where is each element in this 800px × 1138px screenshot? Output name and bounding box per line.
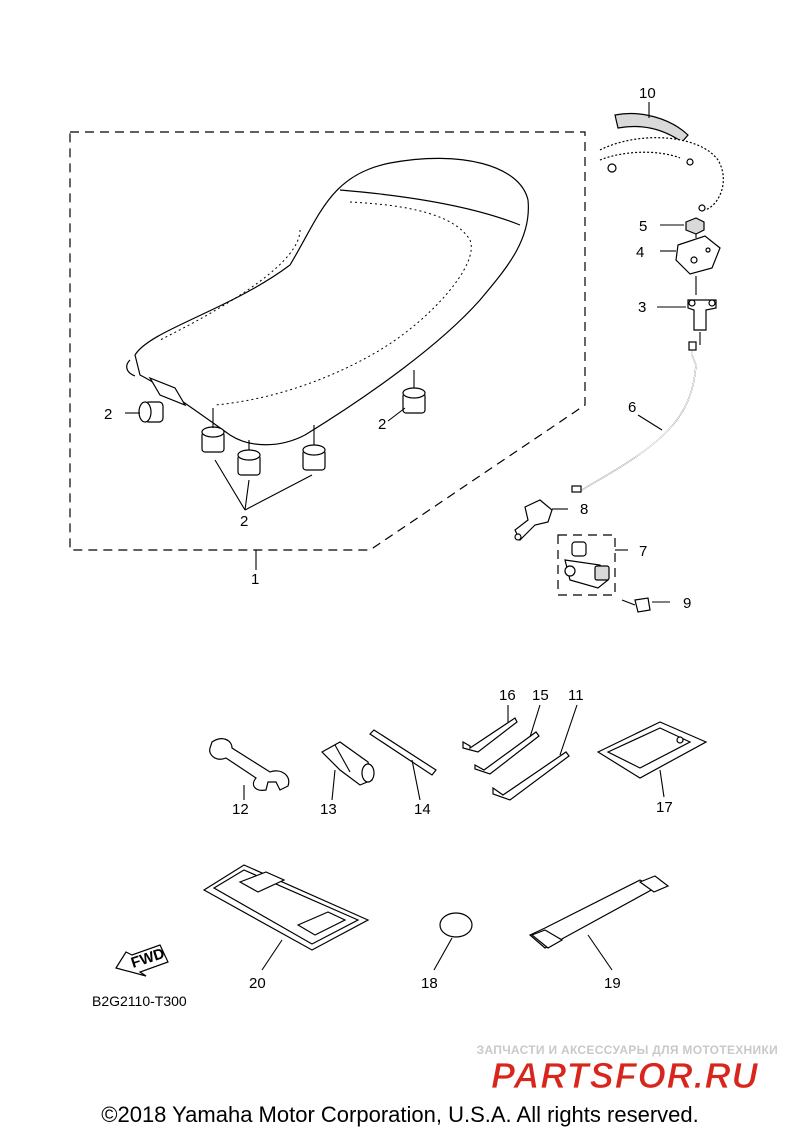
lock-bracket[interactable] bbox=[514, 499, 553, 542]
callout-12: 12 bbox=[232, 801, 249, 818]
callout-8: 8 bbox=[580, 501, 588, 518]
strap[interactable] bbox=[528, 875, 670, 949]
seat-lock-cover[interactable] bbox=[599, 112, 724, 212]
callout-3: 3 bbox=[638, 299, 646, 316]
callout-11: 11 bbox=[568, 687, 584, 704]
screwdriver-bit[interactable] bbox=[369, 729, 437, 776]
callout-2b: 2 bbox=[378, 416, 386, 433]
seat-hook[interactable] bbox=[687, 299, 717, 331]
hex-wrench-11[interactable] bbox=[492, 751, 570, 801]
wrench[interactable] bbox=[209, 738, 290, 791]
callout-16: 16 bbox=[499, 687, 516, 704]
damper-left-front[interactable] bbox=[138, 401, 164, 423]
forward-direction-arrow-icon: FWD bbox=[115, 944, 169, 977]
damper-right-rear[interactable] bbox=[302, 444, 326, 471]
copyright-notice: ©2018 Yamaha Motor Corporation, U.S.A. A… bbox=[101, 1102, 699, 1127]
damper-left-rear-2[interactable] bbox=[237, 449, 261, 476]
callout-20: 20 bbox=[249, 975, 266, 992]
watermark-logo-text: PARTSFOR.RU bbox=[491, 1056, 759, 1096]
damper-right-front[interactable] bbox=[402, 387, 426, 414]
callout-2a: 2 bbox=[104, 406, 112, 423]
seat[interactable] bbox=[126, 157, 529, 446]
callout-9: 9 bbox=[683, 595, 691, 612]
callout-4: 4 bbox=[636, 244, 644, 261]
screwdriver-handle[interactable] bbox=[321, 741, 375, 786]
callout-15: 15 bbox=[532, 687, 549, 704]
callout-6: 6 bbox=[628, 399, 636, 416]
seat-lock-assembly[interactable] bbox=[557, 534, 616, 596]
callout-2c: 2 bbox=[240, 513, 248, 530]
diagram-code: B2G2110-T300 bbox=[92, 993, 187, 1009]
hex-wrench-16[interactable] bbox=[462, 717, 518, 753]
nut[interactable] bbox=[685, 217, 705, 235]
callout-1: 1 bbox=[251, 571, 259, 588]
partsfor-logo: PARTSFOR.RU bbox=[491, 1056, 759, 1096]
callout-14: 14 bbox=[414, 801, 431, 818]
seat-lock-cable[interactable] bbox=[571, 341, 697, 493]
bracket-plate[interactable] bbox=[675, 235, 721, 275]
owners-manual[interactable] bbox=[202, 864, 370, 951]
o-ring[interactable] bbox=[439, 912, 473, 938]
callout-5: 5 bbox=[639, 218, 647, 235]
callout-7: 7 bbox=[639, 543, 647, 560]
watermark-tagline: ЗАПЧАСТИ И АКСЕССУАРЫ ДЛЯ МОТОТЕХНИКИ bbox=[476, 1043, 778, 1057]
callout-10: 10 bbox=[639, 85, 656, 102]
damper-left-rear-1[interactable] bbox=[201, 426, 225, 453]
screw[interactable] bbox=[621, 597, 651, 613]
callout-18: 18 bbox=[421, 975, 438, 992]
seat-assembly-boundary bbox=[69, 131, 586, 551]
tool-bag[interactable] bbox=[596, 721, 708, 779]
hex-wrench-15[interactable] bbox=[474, 731, 540, 775]
callout-17: 17 bbox=[656, 799, 673, 816]
callout-19: 19 bbox=[604, 975, 621, 992]
callout-13: 13 bbox=[320, 801, 337, 818]
